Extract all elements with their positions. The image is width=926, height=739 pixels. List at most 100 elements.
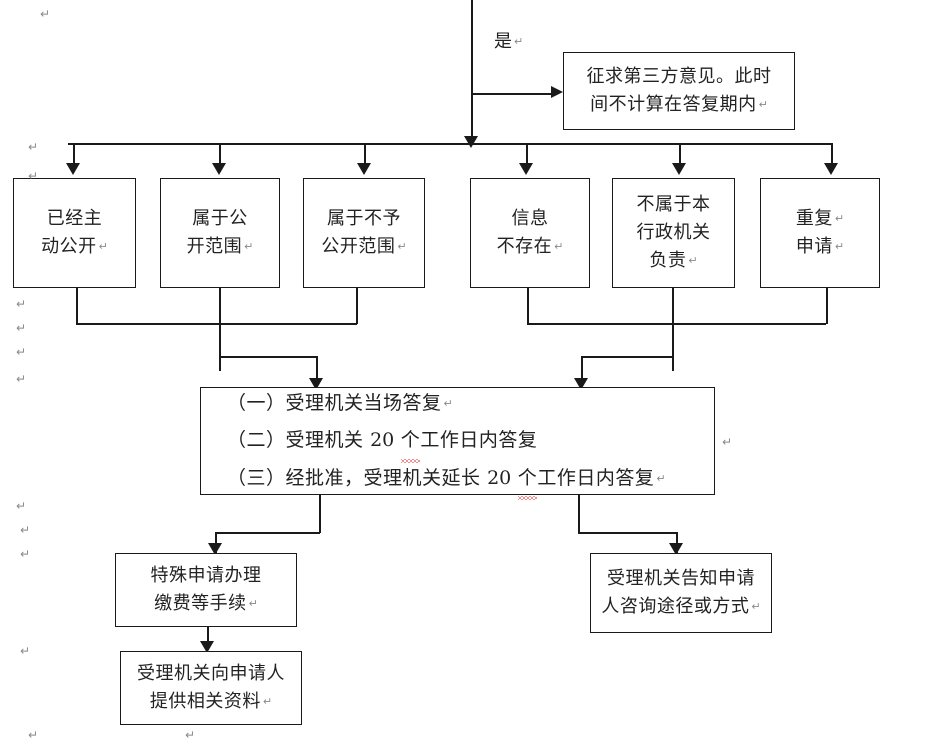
connector-merge-right (527, 323, 826, 325)
box-line: 受理机关向申请人 (137, 663, 285, 685)
paragraph-mark-inline: ↵ (98, 240, 108, 253)
box-line: 不属于本 (636, 194, 711, 216)
paragraph-mark-inline: ↵ (834, 240, 845, 253)
spellcheck-underline: 个 (400, 422, 421, 463)
paragraph-mark-inline: ↵ (248, 597, 258, 610)
connector-left-into-reply (316, 356, 318, 383)
box-line: 提供相关资料↵ (149, 691, 273, 712)
connector-up-6 (826, 288, 828, 324)
box-agency-inform-channel: 受理机关告知申请 人咨询途径或方式↵ (590, 553, 772, 633)
box-line: 特殊申请办理 (150, 565, 262, 587)
paragraph-mark-inline: ↵ (554, 240, 564, 253)
box-line: 间不计算在答复期内↵ (590, 94, 768, 115)
box-agency-provide-materials: 受理机关向申请人 提供相关资料↵ (120, 651, 302, 725)
arrowhead-drop-1 (66, 163, 80, 175)
arrowhead-drop-3 (357, 163, 371, 175)
paragraph-mark-inline: ↵ (751, 600, 761, 613)
box-line: 不存在↵ (496, 236, 564, 257)
connector-reply-down-left (319, 495, 321, 533)
paragraph-mark-inline: ↵ (834, 212, 845, 226)
paragraph-mark: ↵ (16, 345, 27, 359)
paragraph-mark-inline: ↵ (656, 471, 666, 485)
arrowhead-drop-5 (672, 163, 686, 175)
connector-merge-right-step (581, 356, 672, 358)
box-not-this-agency: 不属于本 行政机关 负责↵ (612, 178, 735, 288)
paragraph-mark-inline: ↵ (262, 695, 273, 708)
connector-distribution-bar (68, 143, 833, 145)
connector-right-into-reply (581, 356, 583, 383)
connector-up-2 (219, 288, 221, 371)
arrowhead-into-inform-channel (669, 543, 683, 555)
box-line: 申请↵ (795, 236, 845, 257)
connector-up-3 (356, 288, 358, 324)
box-duplicate-application: 重复↵ 申请↵ (760, 178, 880, 288)
arrowhead-drop-2 (212, 163, 226, 175)
paragraph-mark: ↵ (28, 169, 39, 183)
box-line: 公开范围↵ (321, 236, 407, 257)
connector-merge-left-step (219, 356, 318, 358)
paragraph-mark: ↵ (16, 321, 27, 335)
connector-reply-down-right (578, 495, 580, 533)
connector-reply-right-step (578, 532, 677, 534)
arrowhead-special-to-materials (200, 641, 214, 653)
paragraph-mark: ↵ (28, 140, 39, 154)
box-line: 负责↵ (649, 249, 698, 271)
spellcheck-underline: 个 (517, 460, 538, 500)
box-line: 开范围↵ (186, 236, 254, 257)
paragraph-mark: ↵ (16, 372, 27, 386)
connector-drop-3 (364, 143, 366, 167)
box-third-party-opinion: 征求第三方意见。此时 间不计算在答复期内↵ (563, 52, 795, 130)
paragraph-mark-inline: ↵ (397, 240, 407, 253)
paragraph-mark: ↵ (16, 297, 27, 311)
box-line: 动公开↵ (41, 236, 108, 257)
box-line: 已经主 (46, 208, 103, 230)
connector-drop-2 (219, 143, 221, 167)
box-already-disclosed: 已经主 动公开↵ (13, 178, 136, 288)
box-line: 信息 (511, 208, 549, 230)
arrowhead-trunk-to-bar (464, 136, 478, 148)
box-information-not-exist: 信息 不存在↵ (470, 178, 590, 288)
connector-up-4 (527, 288, 529, 324)
box-reply-methods: （一）受理机关当场答复↵ （二）受理机关 20 个工作日内答复 （三）经批准，受… (200, 387, 715, 500)
connector-merge-left (76, 323, 357, 325)
paragraph-mark: ↵ (185, 728, 196, 739)
box-not-public-scope: 属于不予 公开范围↵ (303, 178, 425, 288)
connector-up-1 (76, 288, 78, 324)
connector-drop-6 (831, 143, 833, 167)
box-line: 属于公 (192, 208, 248, 230)
arrowhead-drop-6 (824, 163, 838, 175)
box-special-application-fees: 特殊申请办理 缴费等手续↵ (115, 553, 297, 627)
paragraph-mark-inline: ↵ (688, 253, 698, 267)
connector-drop-5 (679, 143, 681, 167)
connector-yes-branch (471, 93, 557, 95)
reply-method-item-2: （二）受理机关 20 个工作日内答复 (227, 422, 537, 463)
connector-special-to-materials (207, 627, 209, 650)
paragraph-mark-inline: ↵ (443, 397, 453, 411)
box-line: 属于不予 (327, 208, 401, 230)
paragraph-mark: ↵ (20, 547, 31, 561)
paragraph-mark: ↵ (16, 499, 27, 513)
paragraph-mark: ↵ (20, 644, 31, 658)
label-yes-branch: 是↵ (494, 31, 524, 52)
connector-main-trunk (471, 0, 473, 140)
paragraph-mark: ↵ (28, 728, 39, 739)
paragraph-mark-inline: ↵ (514, 35, 524, 48)
arrowhead-drop-4 (519, 163, 533, 175)
paragraph-mark: ↵ (722, 435, 733, 449)
box-line: 人咨询途径或方式↵ (601, 596, 761, 617)
box-line: 征求第三方意见。此时 (586, 66, 772, 88)
paragraph-mark-inline: ↵ (244, 240, 254, 253)
box-line: 重复↵ (795, 208, 845, 230)
connector-drop-4 (526, 143, 528, 167)
connector-reply-left-step (215, 532, 320, 534)
box-within-public-scope: 属于公 开范围↵ (160, 178, 280, 288)
paragraph-mark: ↵ (20, 523, 31, 537)
paragraph-mark: ↵ (40, 7, 51, 21)
connector-up-5 (672, 288, 674, 371)
reply-method-item-3: （三）经批准，受理机关延长 20 个工作日内答复↵ (227, 460, 666, 500)
box-line: 行政机关 (636, 222, 711, 244)
arrowhead-to-third-party (551, 86, 563, 98)
box-line: 受理机关告知申请 (607, 568, 755, 590)
connector-drop-1 (73, 143, 75, 167)
